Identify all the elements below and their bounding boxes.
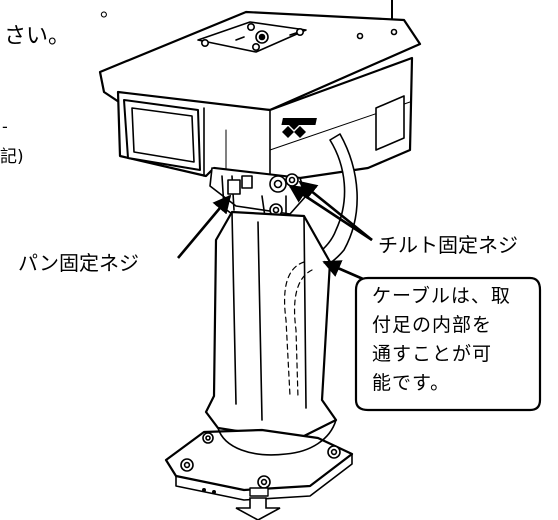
pan-screw-label: パン固定ネジ xyxy=(18,251,139,275)
internal-cable-path xyxy=(283,261,305,397)
callout-text: ケーブルは、取 付足の内部を 通すことが可 能です。 xyxy=(372,282,534,398)
callout-line: 能です。 xyxy=(372,372,451,394)
tilt-screw-label: チルト固定ネジ xyxy=(378,233,518,257)
callout-line: ケーブルは、取 xyxy=(372,285,511,307)
callout-line: 通すことが可 xyxy=(372,343,493,365)
top-text-line1: 。 xyxy=(100,0,120,21)
down-arrow-icon xyxy=(235,497,281,520)
cable-exit xyxy=(249,487,269,497)
callout-line: 付足の内部を xyxy=(372,314,493,336)
top-text-line2: さい。 xyxy=(4,24,71,49)
top-text-line3: - xyxy=(2,117,8,136)
brand-logo xyxy=(281,118,317,138)
tilt-screw-arrow-icon-2 xyxy=(298,180,373,242)
mount-column xyxy=(204,210,338,442)
top-text-line4: 記) xyxy=(0,147,24,167)
callout-box xyxy=(354,276,542,412)
pan-screw-arrow-icon xyxy=(177,194,232,259)
top-plate xyxy=(197,21,307,53)
